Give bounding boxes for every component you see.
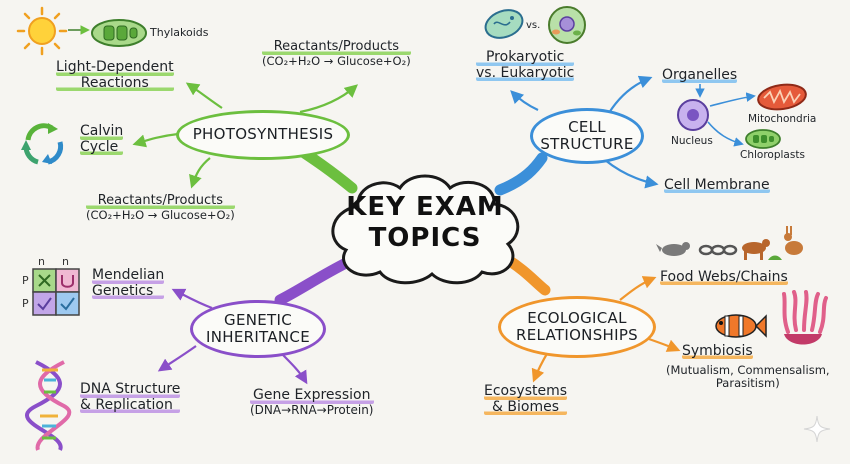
- sun-icon: [14, 6, 70, 56]
- ecosystems-line2: & Biomes: [484, 399, 568, 416]
- calvin-node: Calvin Cycle: [80, 123, 124, 156]
- reactants-bottom-line1: Reactants/Products: [86, 193, 235, 209]
- calvin-line1: Calvin: [80, 123, 124, 140]
- arrow-cell-membrane: [604, 159, 659, 189]
- gene-expression-line1: Gene Expression: [250, 387, 374, 404]
- reactants-bottom-node: Reactants/Products (CO₂+H₂O → Glucose+O₂…: [86, 193, 235, 222]
- cell-membrane-label: Cell Membrane: [664, 177, 770, 193]
- mitochondria-label: Mitochondria: [748, 113, 817, 125]
- punnett-row1: P: [22, 274, 29, 287]
- mitochondria-icon: [756, 82, 808, 112]
- cycle-arrows-icon: [18, 120, 70, 168]
- thylakoid-icon: [90, 18, 148, 48]
- hub-photosynthesis-label: PHOTOSYNTHESIS: [192, 125, 334, 144]
- hub-ecological-line1: ECOLOGICAL: [527, 308, 627, 327]
- dna-line1: DNA Structure: [80, 381, 181, 398]
- symbiosis-node: Symbiosis: [682, 343, 753, 360]
- sea-anemone-icon: [778, 290, 828, 352]
- reactants-top-line2: (CO₂+H₂O → Glucose+O₂): [262, 53, 411, 68]
- sparkle-icon: [802, 414, 832, 444]
- chloroplast-icon: [744, 128, 782, 150]
- center-title: KEY EXAM TOPICS: [335, 192, 515, 253]
- arrow-to-chloroplasts: [707, 121, 744, 147]
- hub-genetic-inheritance: GENETIC INHERITANCE: [190, 300, 326, 358]
- arrow-reactants-bottom: [189, 157, 211, 189]
- prokaryotic-node: Prokaryotic vs. Eukaryotic: [476, 49, 575, 82]
- chloroplasts-label: Chloroplasts: [740, 149, 805, 161]
- hub-cell-structure: CELL STRUCTURE: [530, 108, 644, 164]
- food-chain-icon: [656, 224, 816, 268]
- arrow-gene-expression: [279, 351, 308, 385]
- symbiosis-detail-line2: Parasitism): [715, 375, 780, 390]
- food-webs-label: Food Webs/Chains: [660, 269, 788, 285]
- prokaryote-cell-icon: [482, 6, 526, 42]
- reactants-top-node: Reactants/Products (CO₂+H₂O → Glucose+O₂…: [262, 39, 411, 68]
- reactants-top-line1: Reactants/Products: [262, 39, 411, 55]
- arrow-dna: [157, 345, 197, 372]
- dna-node: DNA Structure & Replication: [80, 381, 181, 414]
- punnett-row2: P: [22, 297, 29, 310]
- branch-cell-structure: [494, 152, 548, 196]
- hub-genetic-line2: INHERITANCE: [206, 328, 310, 346]
- arrow-reactants-top: [299, 84, 358, 114]
- dna-line2: & Replication: [80, 397, 181, 414]
- symbiosis-detail: (Mutualism, Commensalism, Parasitism): [666, 364, 830, 390]
- ecosystems-line1: Ecosystems: [484, 383, 568, 400]
- clownfish-icon: [712, 310, 768, 342]
- calvin-line2: Cycle: [80, 139, 124, 156]
- center-cloud-shape: [318, 168, 532, 286]
- vs-label: vs.: [526, 20, 541, 31]
- mendelian-node: Mendelian Genetics: [92, 267, 165, 300]
- dna-helix-icon: [24, 358, 76, 454]
- center-title-line1: KEY EXAM: [346, 192, 504, 222]
- arrow-ecosystems: [531, 351, 549, 383]
- symbiosis-label: Symbiosis: [682, 343, 753, 359]
- cell-membrane-node: Cell Membrane: [664, 177, 770, 194]
- mendelian-line1: Mendelian: [92, 267, 165, 284]
- light-dependent-node: Light-Dependent Reactions: [56, 59, 174, 92]
- nucleus-label: Nucleus: [671, 135, 713, 147]
- arrow-calvin: [132, 132, 179, 148]
- punnett-col2: n: [62, 255, 69, 268]
- symbiosis-detail-line1: (Mutualism, Commensalism,: [666, 363, 830, 377]
- light-dependent-line1: Light-Dependent: [56, 59, 174, 76]
- mendelian-line2: Genetics: [92, 283, 165, 300]
- light-dependent-line2: Reactions: [56, 75, 174, 92]
- hub-photosynthesis: PHOTOSYNTHESIS: [176, 110, 350, 160]
- organelles-node: Organelles: [662, 67, 738, 84]
- arrow-mendelian: [171, 288, 213, 310]
- hub-cell-line2: STRUCTURE: [540, 135, 634, 153]
- arrow-prokaryotic: [510, 90, 539, 111]
- hub-ecological-line2: RELATIONSHIPS: [515, 326, 638, 344]
- punnett-col1: n: [38, 255, 45, 268]
- food-webs-node: Food Webs/Chains: [660, 269, 788, 286]
- branch-genetic: [274, 256, 354, 306]
- gene-expression-line2: (DNA→RNA→Protein): [250, 402, 374, 417]
- nucleus-icon: [676, 98, 710, 132]
- ecosystems-node: Ecosystems & Biomes: [484, 383, 568, 416]
- eukaryote-cell-icon: [546, 4, 588, 46]
- arrow-light-dependent: [185, 82, 223, 109]
- gene-expression-node: Gene Expression (DNA→RNA→Protein): [250, 387, 374, 417]
- arrow-food-webs: [619, 276, 657, 301]
- center-title-line2: TOPICS: [368, 222, 482, 253]
- hub-cell-line1: CELL: [568, 117, 606, 136]
- reactants-bottom-line2: (CO₂+H₂O → Glucose+O₂): [86, 207, 235, 222]
- punnett-square-icon: [32, 268, 80, 316]
- hub-genetic-line1: GENETIC: [224, 310, 292, 329]
- arrow-to-mitochondria: [709, 92, 756, 107]
- thylakoids-label: Thylakoids: [150, 26, 209, 39]
- organelles-label: Organelles: [662, 67, 738, 83]
- prokaryotic-line2: vs. Eukaryotic: [476, 64, 575, 82]
- prokaryotic-line1: Prokaryotic: [476, 49, 575, 66]
- hub-ecological: ECOLOGICAL RELATIONSHIPS: [498, 296, 656, 358]
